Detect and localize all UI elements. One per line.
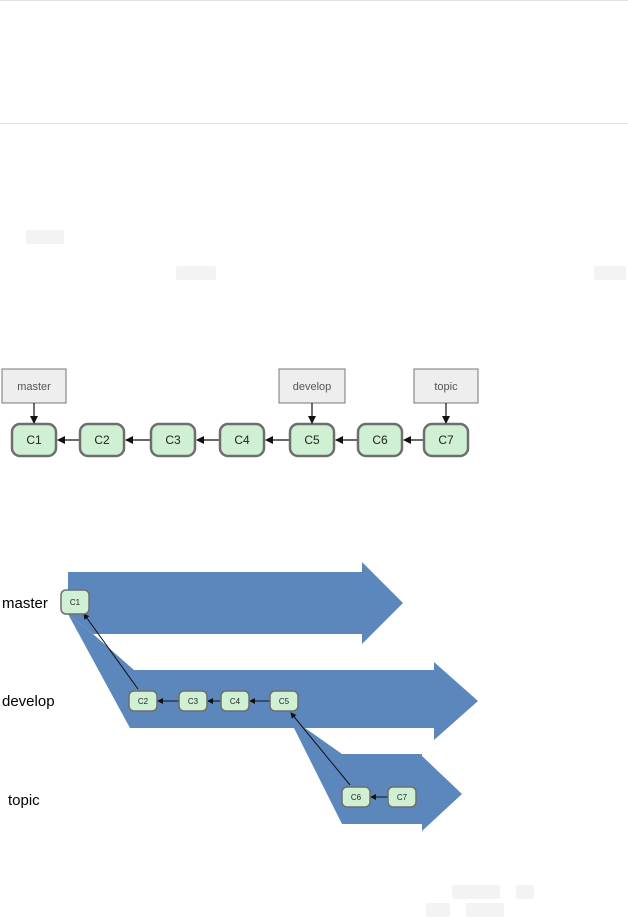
ref-topic: topic — [413, 368, 479, 424]
parent-arrow — [83, 613, 139, 690]
commit-label: C4 — [230, 697, 241, 706]
silo-develop — [68, 614, 478, 740]
commit-box — [60, 589, 90, 615]
inline-code-placeholder — [516, 885, 534, 899]
commit-label: C5 — [279, 697, 290, 706]
commit-node: C3 — [178, 690, 208, 712]
ref-box — [278, 368, 346, 404]
commit-node: C3 — [149, 422, 197, 458]
commit-node: C2 — [128, 690, 158, 712]
inline-code-placeholder — [26, 230, 64, 244]
inline-code-placeholder — [594, 266, 626, 280]
commit-label: C3 — [188, 697, 199, 706]
commit-box — [78, 422, 126, 458]
ref-label: topic — [434, 381, 458, 393]
inline-code-placeholder — [176, 266, 216, 280]
commit-label: C5 — [304, 433, 320, 447]
commit-box — [422, 422, 470, 458]
branch-label-topic: topic — [8, 792, 40, 809]
inline-code-placeholder — [426, 903, 450, 917]
commit-node: C1 — [10, 422, 58, 458]
commit-node: C4 — [218, 422, 266, 458]
commit-label: C7 — [397, 793, 408, 802]
silo-topic — [288, 716, 462, 831]
top-divider — [0, 0, 628, 1]
commit-box — [269, 690, 299, 712]
ref-label: develop — [293, 381, 332, 393]
commit-box — [218, 422, 266, 458]
commit-node: C6 — [356, 422, 404, 458]
commit-label: C2 — [138, 697, 149, 706]
commit-node: C4 — [220, 690, 250, 712]
silo-master — [68, 562, 403, 644]
commit-box — [288, 422, 336, 458]
commit-box — [10, 422, 58, 458]
commit-label: C2 — [94, 433, 110, 447]
commit-box — [341, 786, 371, 808]
ref-master: master — [1, 368, 67, 424]
commit-label: C3 — [165, 433, 181, 447]
commit-node: C5 — [288, 422, 336, 458]
ref-box — [1, 368, 67, 404]
inline-code-placeholder — [452, 885, 500, 899]
commit-label: C1 — [26, 433, 42, 447]
commit-box — [128, 690, 158, 712]
commit-label: C1 — [70, 598, 81, 607]
commit-node: C7 — [422, 422, 470, 458]
section-divider — [0, 123, 628, 124]
commit-label: C7 — [438, 433, 454, 447]
commit-label: C6 — [351, 793, 362, 802]
parent-arrow — [290, 712, 351, 786]
commit-box — [387, 786, 417, 808]
commit-box — [149, 422, 197, 458]
commit-box — [220, 690, 250, 712]
inline-code-placeholder — [466, 903, 504, 917]
branch-label-master: master — [2, 595, 48, 612]
commit-node: C7 — [387, 786, 417, 808]
commit-node: C2 — [78, 422, 126, 458]
ref-develop: develop — [278, 368, 346, 424]
ref-box — [413, 368, 479, 404]
branch-label-develop: develop — [2, 693, 55, 710]
commit-node: C5 — [269, 690, 299, 712]
commit-label: C4 — [234, 433, 250, 447]
commit-label: C6 — [372, 433, 388, 447]
ref-label: master — [17, 381, 51, 393]
commit-node: C1 — [60, 589, 90, 615]
commit-node: C6 — [341, 786, 371, 808]
commit-box — [356, 422, 404, 458]
commit-box — [178, 690, 208, 712]
